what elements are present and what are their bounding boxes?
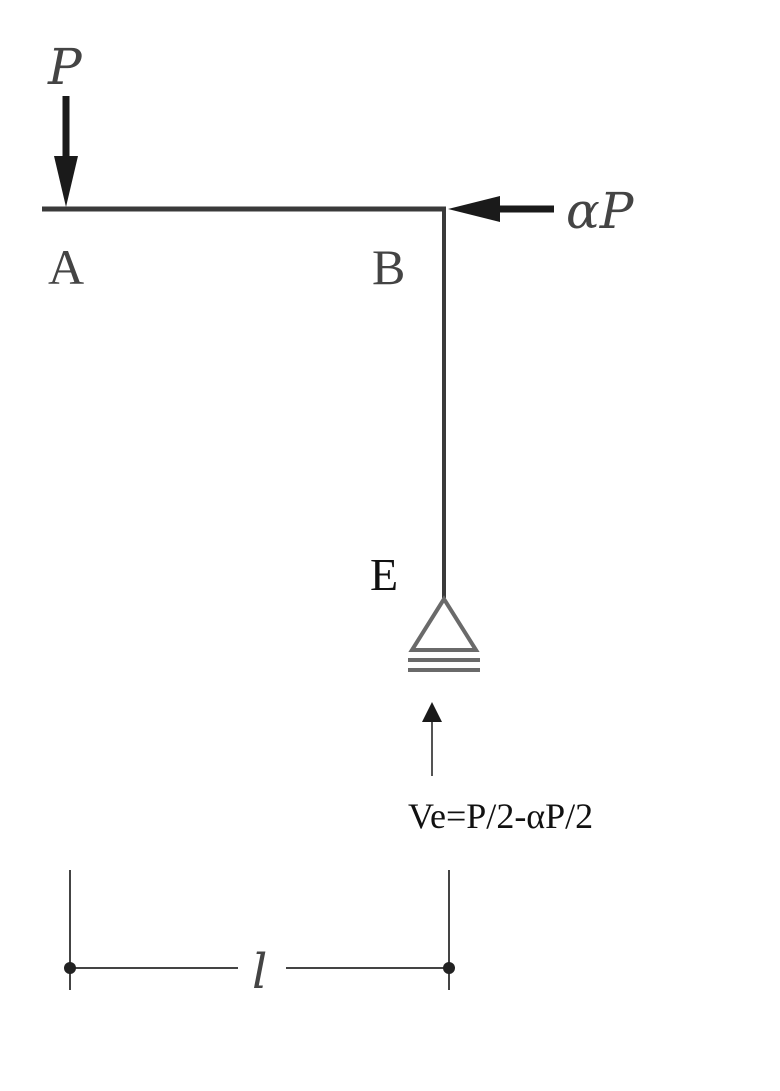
reaction-arrow xyxy=(422,702,442,776)
roller-support xyxy=(408,595,480,672)
span-dimension xyxy=(64,870,455,990)
load-alpha-p-arrow xyxy=(448,196,554,222)
load-p-arrow xyxy=(54,96,78,207)
load-alpha-p-label: αP xyxy=(566,182,635,240)
reaction-label: Ve=P/2-αP/2 xyxy=(408,796,593,836)
load-p-label: P xyxy=(47,38,83,96)
span-label: l xyxy=(252,944,267,1000)
point-a-label: A xyxy=(48,239,84,295)
point-b-label: B xyxy=(372,239,405,295)
point-e-label: E xyxy=(370,549,398,600)
